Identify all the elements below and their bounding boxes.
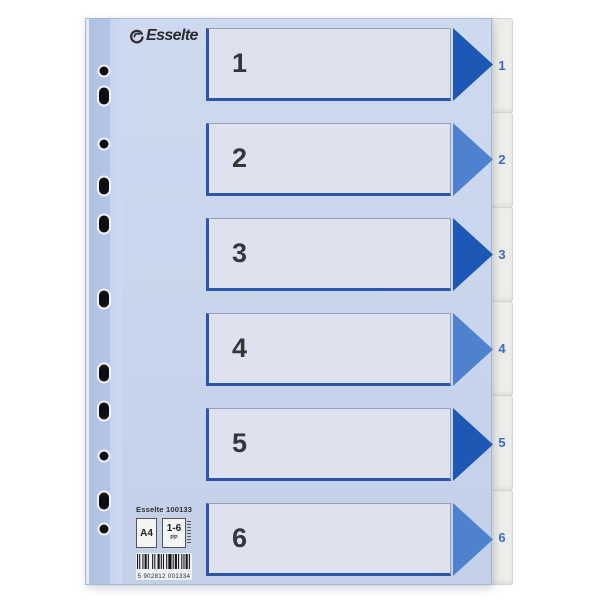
index-number: 1 — [232, 48, 248, 78]
product-code: Esselte 100133 — [136, 505, 193, 514]
tab-number: 1 — [498, 58, 506, 74]
index-rows: 1 2 3 4 5 6 — [206, 28, 493, 576]
format-badge: A4 — [136, 518, 157, 548]
brand-name: Esselte — [146, 27, 198, 44]
index-tab-5: 5 — [492, 395, 513, 491]
arrow-right-icon — [453, 313, 493, 386]
index-label-box: 3 — [206, 218, 451, 291]
index-label-box: 6 — [206, 503, 451, 576]
punch-hole — [99, 215, 109, 233]
sheet-body: Esselte 1 2 3 4 5 6 Esselte 100133 A4 1-6 PP … — [85, 18, 493, 585]
index-number: 4 — [232, 333, 248, 363]
tab-number: 6 — [498, 529, 506, 545]
index-label-box: 5 — [206, 408, 451, 481]
tab-number: 4 — [498, 341, 506, 357]
tab-number: 3 — [498, 246, 506, 262]
arrow-right-icon — [453, 123, 493, 196]
index-tab-6: 6 — [492, 489, 513, 585]
arrow-right-icon — [453, 218, 493, 291]
index-tab-3: 3 — [492, 206, 513, 302]
material-label: PP — [170, 535, 178, 542]
index-label-box: 2 — [206, 123, 451, 196]
index-row: 4 — [206, 313, 493, 386]
arrow-right-icon — [453, 28, 493, 101]
punch-hole — [99, 177, 109, 195]
punch-hole — [99, 290, 109, 308]
esselte-logo: Esselte — [129, 27, 198, 45]
index-row: 5 — [206, 408, 493, 481]
range-label: 1-6 — [166, 523, 182, 535]
punch-hole — [99, 66, 109, 76]
index-row: 3 — [206, 218, 493, 291]
page-range-badge: 1-6 PP — [162, 518, 191, 548]
index-tab-4: 4 — [492, 300, 513, 397]
punch-strip — [86, 19, 122, 584]
index-tab-1: 1 — [492, 18, 513, 114]
product-info-block: Esselte 100133 A4 1-6 PP 5 902812 001334 — [136, 505, 200, 580]
barcode-bars — [137, 554, 190, 569]
index-number: 2 — [232, 143, 248, 173]
punch-hole — [99, 364, 109, 382]
index-tab-2: 2 — [492, 112, 513, 208]
badges: A4 1-6 PP — [136, 518, 200, 548]
index-row: 1 — [206, 28, 493, 101]
index-number: 6 — [232, 523, 248, 553]
tab-number: 5 — [498, 435, 506, 451]
index-label-box: 4 — [206, 313, 451, 386]
index-number: 5 — [232, 428, 248, 458]
punch-hole — [99, 402, 109, 420]
arrow-right-icon — [453, 503, 493, 576]
punch-hole — [99, 492, 109, 510]
index-row: 6 — [206, 503, 493, 576]
tab-strip: 1 2 3 4 5 6 — [492, 18, 513, 585]
punch-hole — [99, 524, 109, 534]
index-row: 2 — [206, 123, 493, 196]
divider-sheet: 1 2 3 4 5 6 Esselte 1 2 3 4 5 6 Esselte 100133 A4 … — [85, 18, 513, 585]
index-number: 3 — [232, 238, 248, 268]
punch-hole — [99, 87, 109, 105]
punch-hole — [99, 139, 109, 149]
tab-number: 2 — [498, 152, 506, 168]
arrow-right-icon — [453, 408, 493, 481]
punch-hole — [99, 451, 109, 461]
divider-comb-icon — [187, 521, 191, 545]
barcode: 5 902812 001334 — [136, 553, 192, 580]
esselte-swoosh-icon — [130, 29, 144, 43]
barcode-digits: 5 902812 001334 — [137, 574, 191, 580]
index-label-box: 1 — [206, 28, 451, 101]
